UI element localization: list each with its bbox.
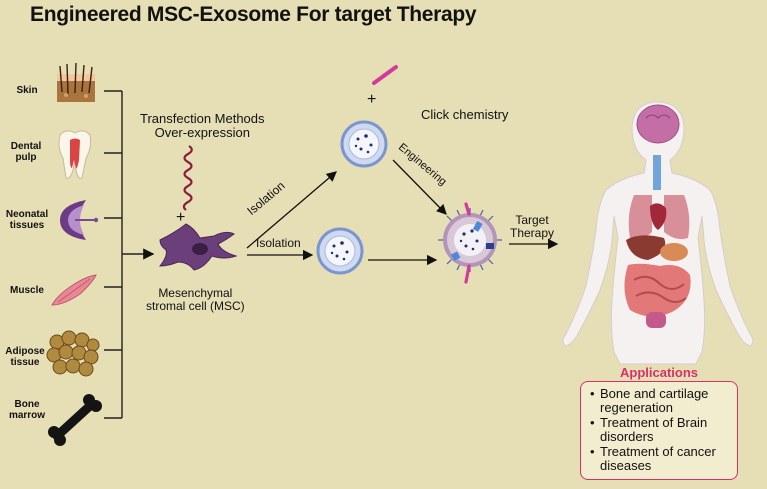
msc-label: Mesenchymal stromal cell (MSC) <box>146 286 245 313</box>
plus-sign-transfection: + <box>176 209 186 226</box>
application-item: • Treatment of Brain disorders <box>590 414 731 445</box>
source-label-bone-marrow: Bone marrow <box>0 399 57 422</box>
engineering-arrow <box>392 159 447 215</box>
application-text: Treatment of cancer diseases <box>600 443 716 474</box>
source-label-text: Skin <box>16 85 38 96</box>
adipose-icon <box>46 330 100 377</box>
skin-icon <box>57 62 95 102</box>
applications-box: • Bone and cartilage regeneration • Treatm… <box>580 381 738 480</box>
source-label-text: Bone marrow <box>8 399 46 421</box>
source-label-dental-pulp: Dental pulp <box>0 141 56 164</box>
application-item: • Bone and cartilage regeneration <box>590 386 731 416</box>
source-label-skin: Skin <box>0 85 57 97</box>
applications-title: Applications <box>619 365 698 380</box>
source-label-text: Dental pulp <box>10 141 42 163</box>
source-label-text: Muscle <box>10 285 44 296</box>
human-body-icon <box>562 101 754 365</box>
source-label-text: Adipose tissue <box>5 346 45 368</box>
application-item: • Treatment of cancer diseases <box>590 443 731 474</box>
tooth-icon <box>58 130 91 179</box>
exosome-top-icon <box>340 120 388 168</box>
bone-icon <box>48 394 102 446</box>
plus-sign-click: + <box>367 91 377 108</box>
bullet: • <box>590 443 595 459</box>
msc-cell-icon <box>158 223 238 271</box>
dna-strand-icon <box>182 145 193 211</box>
isolation-arrow-up <box>246 171 337 249</box>
neonatal-tissue-icon <box>60 200 99 240</box>
bullet: • <box>590 414 595 430</box>
source-label-neonatal: Neonatal tissues <box>0 209 57 232</box>
target-therapy-label: Target Therapy <box>510 213 555 240</box>
source-bracket <box>104 90 155 419</box>
application-text: Bone and cartilage regeneration <box>600 386 709 416</box>
click-chemistry-label: Click chemistry <box>421 107 509 122</box>
diagram-title: Engineered MSC-Exosome For target Therap… <box>30 3 477 26</box>
source-label-adipose: Adipose tissue <box>0 346 55 369</box>
bullet: • <box>590 386 595 401</box>
ligand-icon <box>372 65 398 85</box>
engineered-exosome-icon <box>438 202 502 284</box>
exosome-middle-icon <box>316 227 364 275</box>
muscle-icon <box>51 274 97 306</box>
isolation-label-lower: Isolation <box>256 236 301 250</box>
application-text: Treatment of Brain disorders <box>600 414 708 445</box>
source-label-text: Neonatal tissues <box>5 209 49 231</box>
source-label-muscle: Muscle <box>0 285 57 297</box>
transfection-label: Transfection Methods Over-expression <box>140 111 265 141</box>
